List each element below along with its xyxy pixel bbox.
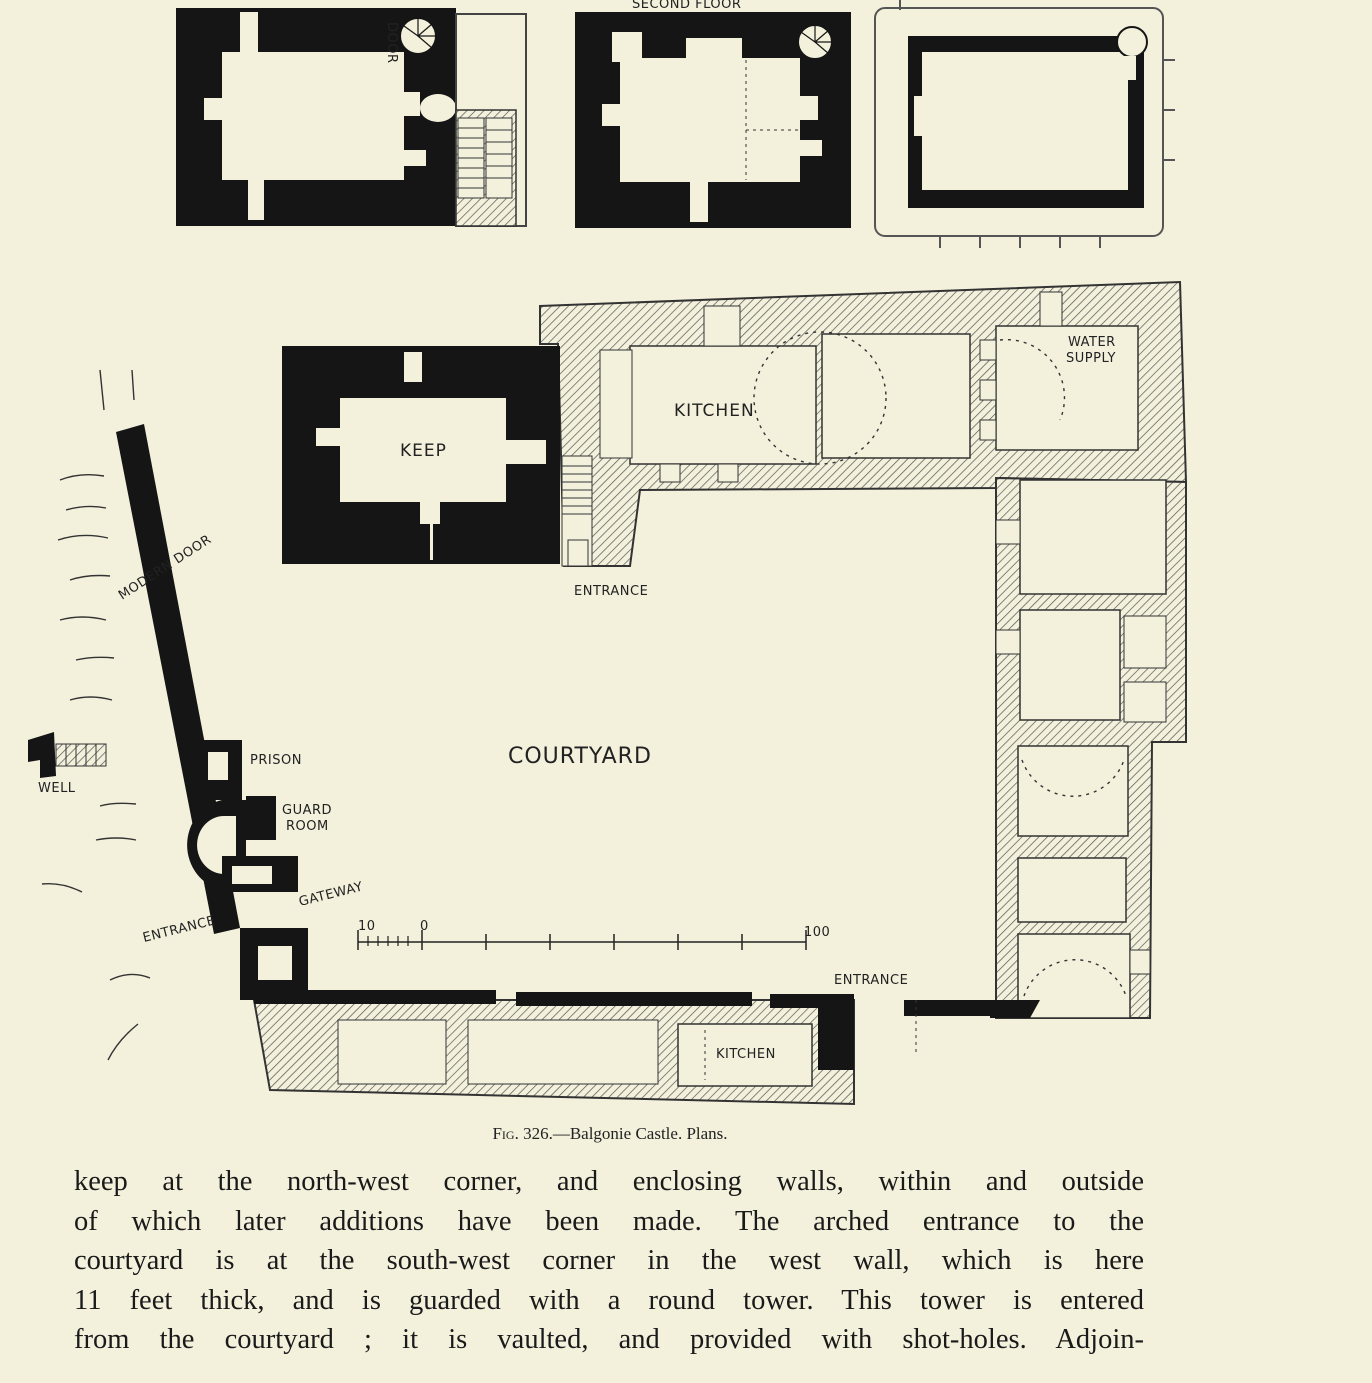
body-line: 11 feet thick, and is guarded with a rou… bbox=[74, 1284, 1144, 1316]
entrance-keep-label: ENTRANCE bbox=[574, 584, 648, 599]
well-label: WELL bbox=[38, 781, 76, 796]
body-line: courtyard is at the south-west corner in… bbox=[74, 1245, 1144, 1276]
prison-label: PRISON bbox=[250, 753, 302, 768]
figure-number: Fig. 326. bbox=[492, 1124, 553, 1143]
guard-label: GUARD bbox=[282, 803, 332, 818]
supply-label-text: SUPPLY bbox=[1066, 351, 1116, 366]
kitchen-south-label: KITCHEN bbox=[716, 1047, 776, 1062]
figure-caption: Fig. 326.—Balgonie Castle. Plans. bbox=[0, 1124, 1220, 1144]
room-label: ROOM bbox=[286, 819, 329, 834]
castle-plan: DOOR SECOND FLOOR bbox=[28, 0, 1188, 1106]
scale-bar: 10 0 100 bbox=[357, 919, 830, 950]
kitchen-north-label: KITCHEN bbox=[674, 401, 755, 421]
entrance-south-label: ENTRANCE bbox=[834, 973, 908, 988]
ground-plan: 10 0 100 KEEP KITCHEN WATER SUPPLY ENTRA… bbox=[28, 280, 1188, 1106]
courtyard-label: COURTYARD bbox=[508, 744, 652, 769]
body-line: of which later additions have been made.… bbox=[74, 1205, 1144, 1237]
body-line: from the courtyard ; it is vaulted, and … bbox=[74, 1324, 1144, 1355]
body-line: keep at the north-west corner, and enclo… bbox=[74, 1166, 1144, 1197]
second-floor-label: SECOND FLOOR bbox=[632, 0, 741, 12]
figure-caption-text: —Balgonie Castle. Plans. bbox=[552, 1124, 728, 1143]
water-label: WATER bbox=[1068, 335, 1116, 350]
entrance-west-label: ENTRANCE bbox=[141, 913, 217, 946]
scale-end-label: 100 bbox=[804, 925, 830, 940]
second-floor-plan: SECOND FLOOR bbox=[575, 0, 851, 228]
body-paragraph: keep at the north-west corner, and enclo… bbox=[74, 1162, 1144, 1360]
scale-zero-label: 0 bbox=[420, 919, 429, 934]
scale-start-label: 10 bbox=[358, 919, 376, 934]
door-label: DOOR bbox=[384, 22, 399, 64]
first-floor-plan: DOOR bbox=[176, 8, 527, 227]
keep-label: KEEP bbox=[400, 441, 447, 461]
gateway-label: GATEWAY bbox=[297, 879, 364, 909]
roof-plan bbox=[874, 0, 1175, 248]
